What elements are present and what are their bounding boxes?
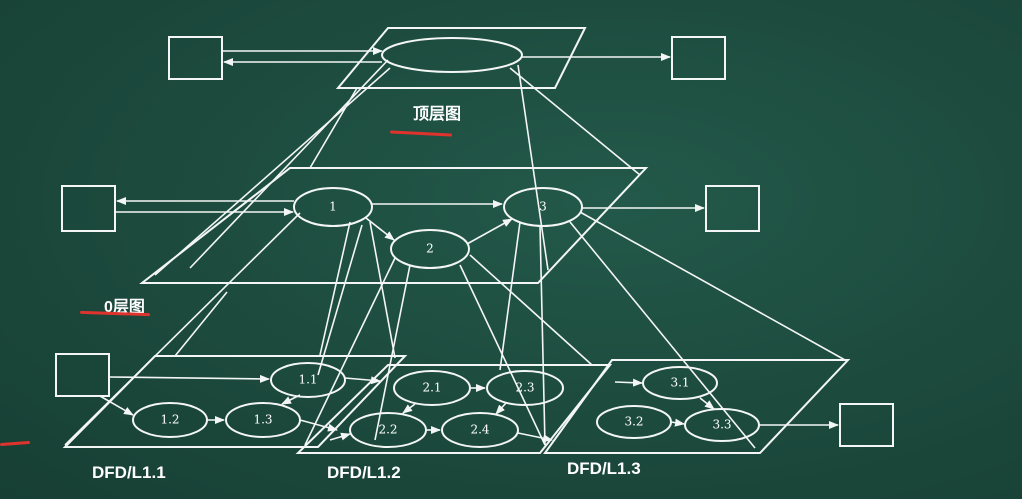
level0-node-1	[293, 187, 373, 227]
l12-node-2-3	[486, 370, 564, 406]
dfd-l1-3-plane	[543, 359, 851, 454]
dfd-l1-2-plane	[295, 364, 613, 454]
level0-node-2-label: 2	[426, 242, 434, 256]
l11-node-1-3-label: 1.3	[253, 413, 272, 427]
top-sink-box	[671, 36, 726, 80]
level0-diagram: 1 2 3	[61, 167, 760, 284]
dfd-l1-2-diagram: 2.1 2.2 2.3 2.4	[295, 364, 613, 454]
dfd-l1-1-diagram: 1.1 1.2 1.3	[55, 353, 408, 448]
l11-node-1-1	[270, 362, 346, 398]
top-source-box	[168, 36, 223, 80]
projection-lines-level0	[64, 211, 846, 449]
level0-node-2	[390, 229, 470, 269]
l12-node-2-2-label: 2.2	[378, 423, 397, 437]
l11-node-1-1-label: 1.1	[298, 373, 317, 387]
l13-node-3-1	[642, 366, 718, 400]
l12-node-2-4	[441, 412, 519, 448]
l13-node-3-3-label: 3.3	[712, 418, 731, 432]
l12-node-2-3-label: 2.3	[515, 381, 534, 395]
dfd-l1-3-diagram: 3.1 3.2 3.3	[543, 359, 894, 454]
l13-node-3-1-label: 3.1	[670, 376, 689, 390]
top-level-plane	[335, 27, 587, 89]
level0-source-box	[61, 185, 116, 232]
level0-node-3	[503, 187, 583, 227]
projection-lines-top	[154, 59, 641, 276]
top-level-diagram	[168, 27, 726, 89]
level0-plane	[139, 167, 649, 284]
l11-source-box	[55, 353, 110, 397]
top-process	[381, 37, 523, 73]
level0-node-3-label: 3	[539, 200, 547, 214]
l13-sink-box	[839, 403, 894, 447]
l12-node-2-1-label: 2.1	[422, 381, 441, 395]
dfd-l1-1-title: DFD/L1.1	[92, 463, 166, 482]
l12-node-2-4-label: 2.4	[470, 423, 489, 437]
top-level-title: 顶层图	[413, 106, 462, 123]
l13-node-3-2-label: 3.2	[624, 415, 643, 429]
level0-node-1-label: 1	[329, 200, 337, 214]
dfd-l1-1-plane	[62, 355, 408, 448]
dfd-l1-2-title: DFD/L1.2	[327, 463, 401, 482]
l11-node-1-2-label: 1.2	[160, 413, 179, 427]
dfd-l1-3-title: DFD/L1.3	[567, 459, 641, 478]
level0-sink-box	[705, 185, 760, 232]
